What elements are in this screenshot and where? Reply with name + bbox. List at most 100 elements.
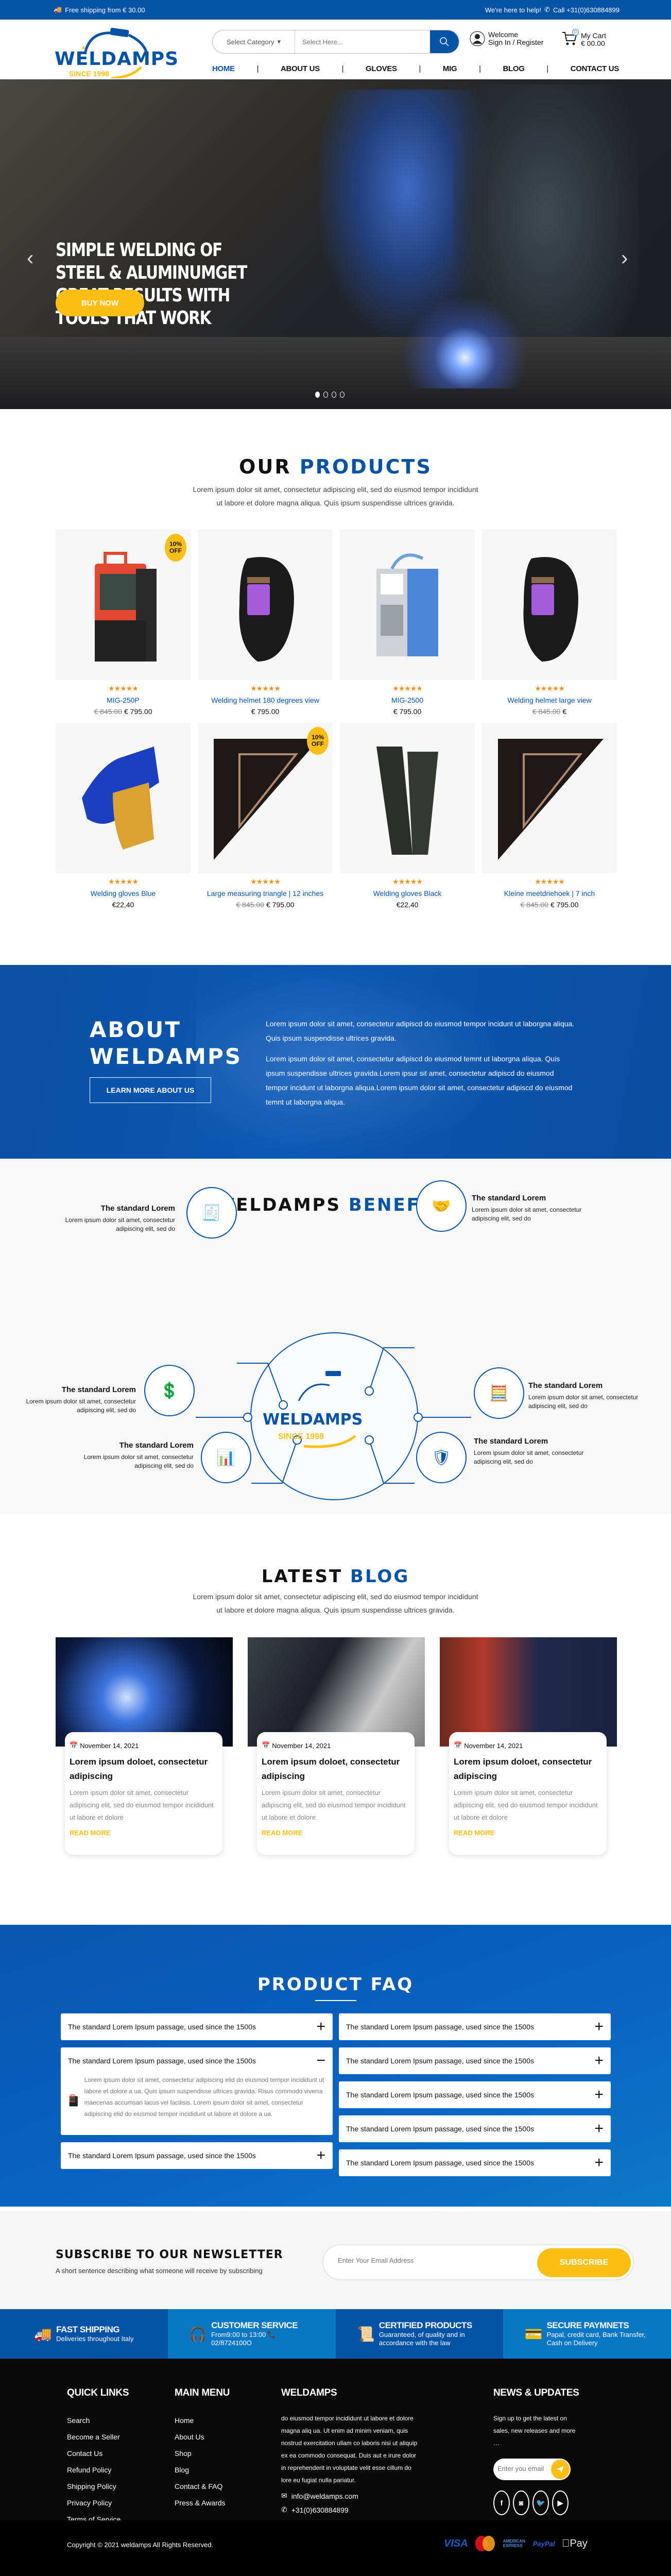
footer-link[interactable]: Shipping Policy (67, 2482, 116, 2490)
product-name[interactable]: MIG-250P (107, 696, 140, 704)
faq-question[interactable]: The standard Lorem Ipsum passage, used s… (346, 2120, 604, 2137)
subscribe-button[interactable]: SUBSCRIBE (537, 2248, 631, 2277)
slider-prev-icon[interactable]: ‹ (27, 247, 34, 269)
footer-link[interactable]: Shop (175, 2449, 192, 2458)
footer-link[interactable]: Become a Seller (67, 2433, 120, 2441)
footer-link[interactable]: Press & Awards (175, 2499, 226, 2507)
product-name[interactable]: Welding gloves Blue (90, 889, 156, 897)
faq-question[interactable]: The standard Lorem Ipsum passage, used s… (346, 2154, 604, 2171)
blog-post-title[interactable]: Lorem ipsum doloet, consectetur adipisci… (70, 1757, 208, 1781)
call-link[interactable]: Call +31(0)630884899 (553, 6, 620, 14)
product-image[interactable] (56, 723, 191, 873)
cart-link[interactable]: 0 My Cart€ 00.00 (561, 29, 606, 48)
nav-home[interactable]: HOME (212, 64, 235, 73)
apple-pay-icon: Pay (562, 2537, 587, 2549)
newsletter-form: SUBSCRIBE (322, 2244, 634, 2280)
slider-next-icon[interactable]: › (621, 247, 628, 269)
footer-link[interactable]: Search (67, 2416, 90, 2425)
product-name[interactable]: Welding helmet 180 degrees view (211, 696, 319, 704)
slider-dot[interactable] (332, 392, 336, 398)
plus-icon[interactable]: + (594, 2052, 604, 2069)
footer-link[interactable]: About Us (175, 2433, 204, 2441)
faq-question[interactable]: The standard Lorem Ipsum passage, used s… (346, 2018, 604, 2035)
footer-phone-link[interactable]: +31(0)630884899 (291, 2505, 349, 2514)
faq-question[interactable]: The standard Lorem Ipsum passage, used s… (346, 2086, 604, 2103)
send-button[interactable] (551, 2460, 570, 2479)
product-name[interactable]: Welding helmet large view (507, 696, 592, 704)
footer-link[interactable]: Refund Policy (67, 2466, 112, 2474)
read-more-link[interactable]: READ MORE (70, 1829, 111, 1837)
blog-image[interactable] (440, 1637, 617, 1747)
plus-icon[interactable]: + (316, 2147, 325, 2164)
product-image[interactable] (482, 723, 617, 873)
instagram-icon[interactable]: ◙ (513, 2490, 529, 2515)
product-image[interactable]: 10% OFF (56, 530, 191, 680)
youtube-icon[interactable]: ▶ (552, 2490, 569, 2515)
slider-dot[interactable] (315, 392, 320, 398)
read-more-link[interactable]: READ MORE (262, 1829, 303, 1837)
product-card[interactable]: ★★★★★ Welding helmet 180 degrees view € … (198, 530, 333, 716)
nav-gloves[interactable]: GLOVES (366, 64, 397, 73)
product-name[interactable]: Kleine meetdriehoek | 7 inch (504, 889, 595, 897)
category-select[interactable]: Select Category ▾ (213, 30, 295, 53)
search-input[interactable] (295, 30, 430, 53)
footer-link[interactable]: Contact & FAQ (175, 2482, 223, 2490)
faq-question[interactable]: The standard Lorem Ipsum passage, used s… (346, 2052, 604, 2069)
plus-icon[interactable]: + (594, 2120, 604, 2137)
plus-icon[interactable]: + (316, 2018, 325, 2035)
nav-about-us[interactable]: ABOUT US (280, 64, 320, 73)
product-name[interactable]: Welding gloves Black (373, 889, 442, 897)
plus-icon[interactable]: + (594, 2086, 604, 2103)
blog-image[interactable] (248, 1637, 425, 1747)
nav-mig[interactable]: MIG (442, 64, 457, 73)
product-card[interactable]: 10% OFF ★★★★★ Large measuring triangle |… (198, 723, 333, 909)
blog-post-title[interactable]: Lorem ipsum doloet, consectetur adipisci… (262, 1757, 400, 1781)
blog-post-title[interactable]: Lorem ipsum doloet, consectetur adipisci… (454, 1757, 592, 1781)
footer-link[interactable]: Blog (175, 2466, 190, 2474)
mail-icon: ✉ (281, 2492, 287, 2500)
footer-email-input[interactable] (497, 2465, 549, 2472)
product-card[interactable]: ★★★★★ MIG-2500 € 795.00 (340, 530, 475, 716)
product-card[interactable]: ★★★★★ Kleine meetdriehoek | 7 inch € 845… (482, 723, 617, 909)
faq-question[interactable]: The standard Lorem Ipsum passage, used s… (68, 2052, 325, 2069)
product-card[interactable]: 10% OFF ★★★★★ MIG-250P € 845.00€ 795.00 (56, 530, 191, 716)
plus-icon[interactable]: + (594, 2154, 604, 2171)
product-image[interactable] (198, 530, 333, 680)
product-image[interactable] (340, 530, 475, 680)
product-image[interactable] (340, 723, 475, 873)
blog-image[interactable] (56, 1637, 233, 1747)
learn-more-button[interactable]: LEARN MORE ABOUT US (90, 1077, 211, 1103)
footer-email-link[interactable]: info@weldamps.com (291, 2492, 358, 2500)
logo[interactable]: WELDAMPS SINCE 1998 (55, 27, 188, 80)
footer-link[interactable]: Privacy Policy (67, 2499, 112, 2507)
footer-link[interactable]: Contact Us (67, 2449, 103, 2458)
shield-lock-icon: 🛡 (416, 1432, 467, 1483)
product-name[interactable]: Large measuring triangle | 12 inches (207, 889, 324, 897)
product-image[interactable] (482, 530, 617, 680)
product-card[interactable]: ★★★★★ Welding gloves Blue €22,40 (56, 723, 191, 909)
product-image[interactable]: 10% OFF (198, 723, 333, 873)
footer-link[interactable]: Home (175, 2416, 194, 2425)
buy-now-button[interactable]: BUY NOW (56, 290, 144, 316)
minus-icon[interactable]: − (316, 2052, 325, 2069)
search-button[interactable] (430, 30, 459, 53)
read-more-link[interactable]: READ MORE (454, 1829, 495, 1837)
product-card[interactable]: ★★★★★ Welding helmet large view € 845.00… (482, 530, 617, 716)
facebook-icon[interactable]: f (493, 2490, 510, 2515)
slider-dot[interactable] (340, 392, 345, 398)
plus-icon[interactable]: + (594, 2018, 604, 2035)
twitter-icon[interactable]: 🐦 (532, 2490, 549, 2515)
nav-blog[interactable]: BLOG (503, 64, 525, 73)
newsletter-email-input[interactable] (338, 2257, 534, 2264)
product-card[interactable]: ★★★★★ Welding gloves Black €22,40 (340, 723, 475, 909)
nav-contact-us[interactable]: CONTACT US (570, 64, 620, 73)
product-name[interactable]: MIG-2500 (391, 696, 424, 704)
product-price: € 845.00€ 795.00 (56, 707, 191, 716)
search-icon (440, 37, 449, 46)
slider-dot[interactable] (323, 392, 328, 398)
faq-question[interactable]: The standard Lorem Ipsum passage, used s… (68, 2147, 325, 2164)
faq-question[interactable]: The standard Lorem Ipsum passage, used s… (68, 2018, 325, 2035)
